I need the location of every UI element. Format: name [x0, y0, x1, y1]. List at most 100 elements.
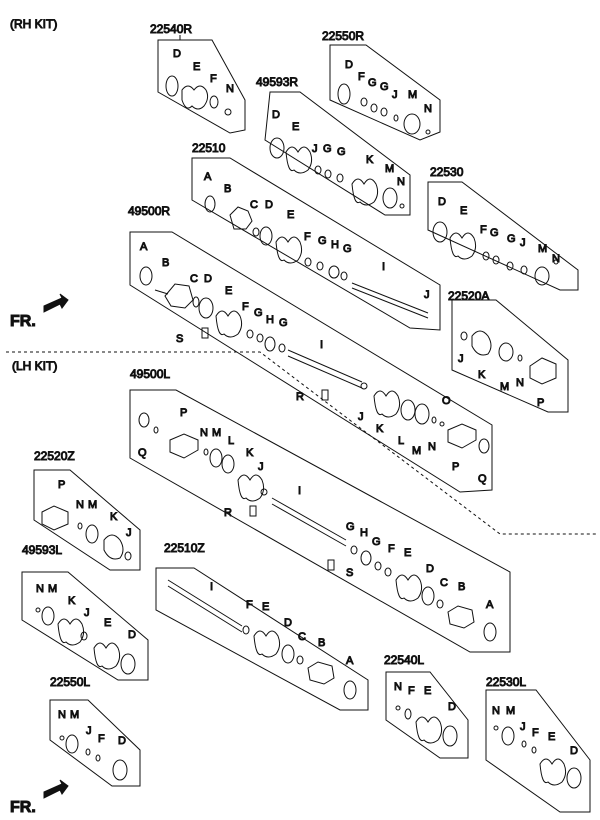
callout-I: I — [210, 581, 213, 593]
kit-box-49593L[interactable]: 49593L N M K J E D — [21, 543, 149, 681]
callout-J: J — [520, 721, 526, 733]
callout-L: L — [398, 435, 404, 447]
callout-N: N — [200, 427, 208, 439]
callout-N: N — [516, 377, 524, 389]
callout-S: S — [346, 567, 353, 579]
callout-K: K — [110, 511, 118, 523]
callout-A: A — [204, 171, 212, 183]
callout-B: B — [458, 581, 465, 593]
part-number-22530L: 22530L — [486, 675, 526, 689]
kit-box-22540R[interactable]: 22540R D E F N — [150, 22, 246, 134]
part-number-49500L: 49500L — [130, 367, 170, 381]
callout-H: H — [360, 527, 368, 539]
part-number-49593L: 49593L — [22, 543, 62, 557]
callout-C: C — [440, 577, 448, 589]
kit-box-22520A[interactable]: 22520A J K M N P — [448, 289, 569, 413]
callout-A: A — [486, 599, 494, 611]
kit-divider — [6, 351, 598, 535]
kit-box-22510Z[interactable]: 22510Z I F E D C B A — [155, 541, 369, 711]
callout-D: D — [204, 273, 212, 285]
callout-K: K — [68, 595, 76, 607]
callout-B: B — [162, 257, 169, 269]
callout-R: R — [224, 507, 232, 519]
callout-E: E — [225, 285, 232, 297]
callout-G: G — [323, 143, 332, 155]
callout-M: M — [538, 243, 547, 255]
callout-H: H — [266, 314, 274, 326]
callout-N: N — [552, 253, 560, 265]
kit-box-49593R[interactable]: 49593R D E J G G K M N — [256, 75, 411, 216]
callout-C: C — [250, 199, 258, 211]
kit-box-22540L[interactable]: 22540L N F E D — [384, 653, 469, 759]
callout-P: P — [180, 407, 187, 419]
callout-E: E — [424, 685, 431, 697]
callout-E: E — [193, 61, 200, 73]
callout-C: C — [298, 631, 306, 643]
part-number-22520Z: 22520Z — [34, 449, 75, 463]
callout-I: I — [382, 261, 385, 273]
kit-box-22530[interactable]: 22530 D E F G G J M N — [427, 165, 579, 291]
callout-Q: Q — [138, 447, 147, 459]
callout-O: O — [442, 395, 451, 407]
callout-F: F — [242, 301, 249, 313]
callout-M: M — [48, 583, 57, 595]
front-indicator-upper: FR. — [10, 293, 69, 331]
kit-box-22520Z[interactable]: 22520Z P N M K J — [33, 449, 141, 571]
callout-E: E — [262, 601, 269, 613]
callout-J: J — [86, 725, 92, 737]
kit-box-49500R[interactable]: 49500R A B C D E — [128, 204, 493, 493]
kit-box-49500L[interactable]: 49500L Q P N M L — [129, 367, 511, 653]
callout-D: D — [272, 109, 280, 121]
front-indicator-lower: FR. — [10, 779, 69, 817]
callout-D: D — [128, 629, 136, 641]
callout-E: E — [548, 731, 555, 743]
callout-F: F — [98, 733, 105, 745]
kit-box-22510[interactable]: 22510 A B C D E F G H G I J — [191, 141, 441, 331]
callout-A: A — [140, 241, 148, 253]
callout-N: N — [492, 705, 500, 717]
front-label: FR. — [10, 799, 36, 816]
kit-box-22550R[interactable]: 22550R D F G G J M N — [322, 29, 441, 141]
callout-N: N — [58, 709, 66, 721]
callout-I: I — [298, 485, 301, 497]
callout-D: D — [448, 701, 456, 713]
callout-D: D — [173, 48, 181, 60]
callout-F: F — [304, 231, 311, 243]
callout-J: J — [126, 527, 132, 539]
rh-kit-label: (RH KIT) — [10, 17, 57, 31]
kit-box-22530L[interactable]: 22530L N M J F E D — [485, 675, 591, 813]
callout-G: G — [346, 521, 355, 533]
callout-J: J — [458, 353, 464, 365]
callout-F: F — [532, 727, 539, 739]
callout-G: G — [254, 307, 263, 319]
callout-G: G — [337, 146, 346, 158]
callout-F: F — [480, 224, 487, 236]
callout-B: B — [224, 183, 231, 195]
callout-M: M — [500, 381, 509, 393]
callout-D: D — [345, 59, 353, 71]
callout-N: N — [226, 83, 234, 95]
callout-M: M — [385, 163, 394, 175]
callout-C: C — [190, 273, 198, 285]
callout-N: N — [397, 176, 405, 188]
callout-G: G — [507, 233, 516, 245]
callout-H: H — [331, 239, 339, 251]
callout-A: A — [346, 655, 354, 667]
callout-E: E — [104, 617, 111, 629]
part-number-49500R: 49500R — [128, 204, 170, 218]
callout-J: J — [358, 411, 364, 423]
callout-E: E — [460, 205, 467, 217]
callout-N: N — [424, 103, 432, 115]
callout-J: J — [424, 289, 430, 301]
kit-box-22550L[interactable]: 22550L N M J F D — [49, 675, 141, 787]
callout-P: P — [537, 397, 544, 409]
callout-G: G — [490, 227, 499, 239]
callout-P: P — [452, 461, 459, 473]
part-number-49593R: 49593R — [256, 75, 298, 89]
part-number-22510: 22510 — [192, 141, 226, 155]
callout-K: K — [376, 423, 384, 435]
callout-B: B — [318, 637, 325, 649]
callout-J: J — [84, 607, 90, 619]
front-label: FR. — [10, 313, 36, 330]
